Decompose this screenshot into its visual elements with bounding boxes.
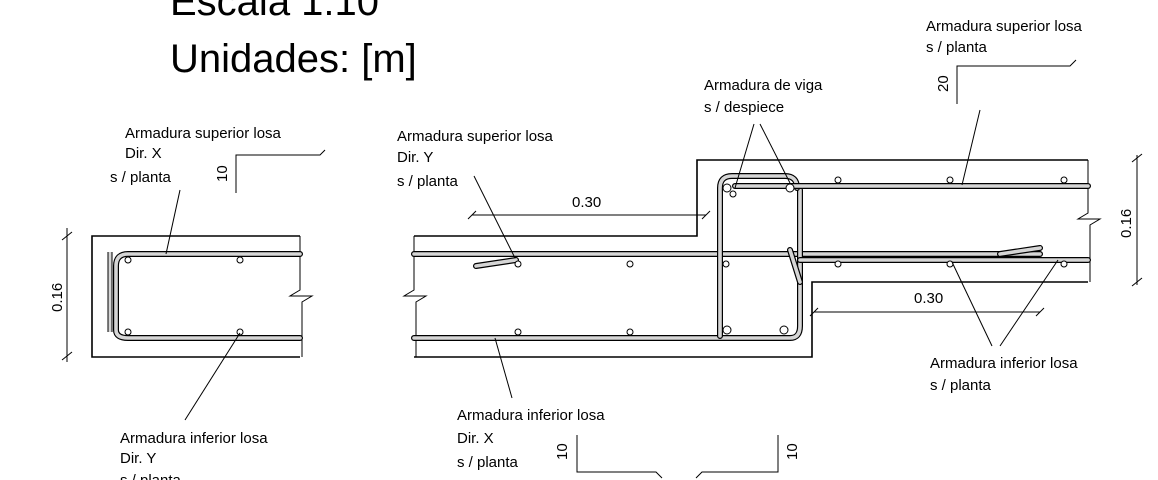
left-top-label-line2: Dir. X [125, 145, 162, 162]
right-top-slab-line2: Dir. Y [397, 149, 433, 166]
right-top-slab-line3: s / planta [397, 173, 459, 190]
rebar-dot [124, 256, 132, 264]
right-thickness-label: 0.16 [1118, 209, 1135, 238]
left-bottom-label-line1: Armadura inferior losa [120, 430, 268, 447]
right-bottom-right-line2: s / planta [930, 377, 992, 394]
left-thickness-label: 0.16 [49, 283, 66, 312]
right-top-right-line2: s / planta [926, 39, 988, 56]
rebar-dot [236, 328, 244, 336]
right-spacing-bottom-left: 10 [554, 443, 571, 460]
left-bottom-label-line2: Dir. Y [120, 450, 156, 467]
left-top-label-line1: Armadura superior losa [125, 125, 282, 142]
scale-title: Escala 1:10 [170, 0, 380, 24]
left-slab-section: 0.16 Armadura superior losa Dir. X s / p… [49, 125, 326, 480]
right-top-slab-line1: Armadura superior losa [397, 128, 554, 145]
right-bottom-slab-line1: Armadura inferior losa [457, 407, 605, 424]
right-bottom-right-line1: Armadura inferior losa [930, 355, 1078, 372]
left-bottom-label-line3: s / planta [120, 472, 182, 480]
rebar-dot [124, 328, 132, 336]
right-spacing-bottom-right: 10 [784, 443, 801, 460]
left-top-label-line3: s / planta [110, 169, 172, 186]
right-dim-left: 0.30 [572, 194, 601, 211]
right-slab-section: 0.30 0.30 0.16 Armadura superior losa Di… [397, 18, 1143, 479]
right-bottom-slab-line2: Dir. X [457, 430, 494, 447]
rebar-dot [236, 256, 244, 264]
right-bottom-slab-line3: s / planta [457, 454, 519, 471]
right-beam-line2: s / despiece [704, 99, 784, 116]
right-top-right-line1: Armadura superior losa [926, 18, 1083, 35]
right-beam-line1: Armadura de viga [704, 77, 823, 94]
right-spacing-top: 20 [935, 75, 952, 92]
units-title: Unidades: [m] [170, 37, 417, 81]
left-spacing-top: 10 [214, 165, 231, 182]
right-dim-right: 0.30 [914, 290, 943, 307]
